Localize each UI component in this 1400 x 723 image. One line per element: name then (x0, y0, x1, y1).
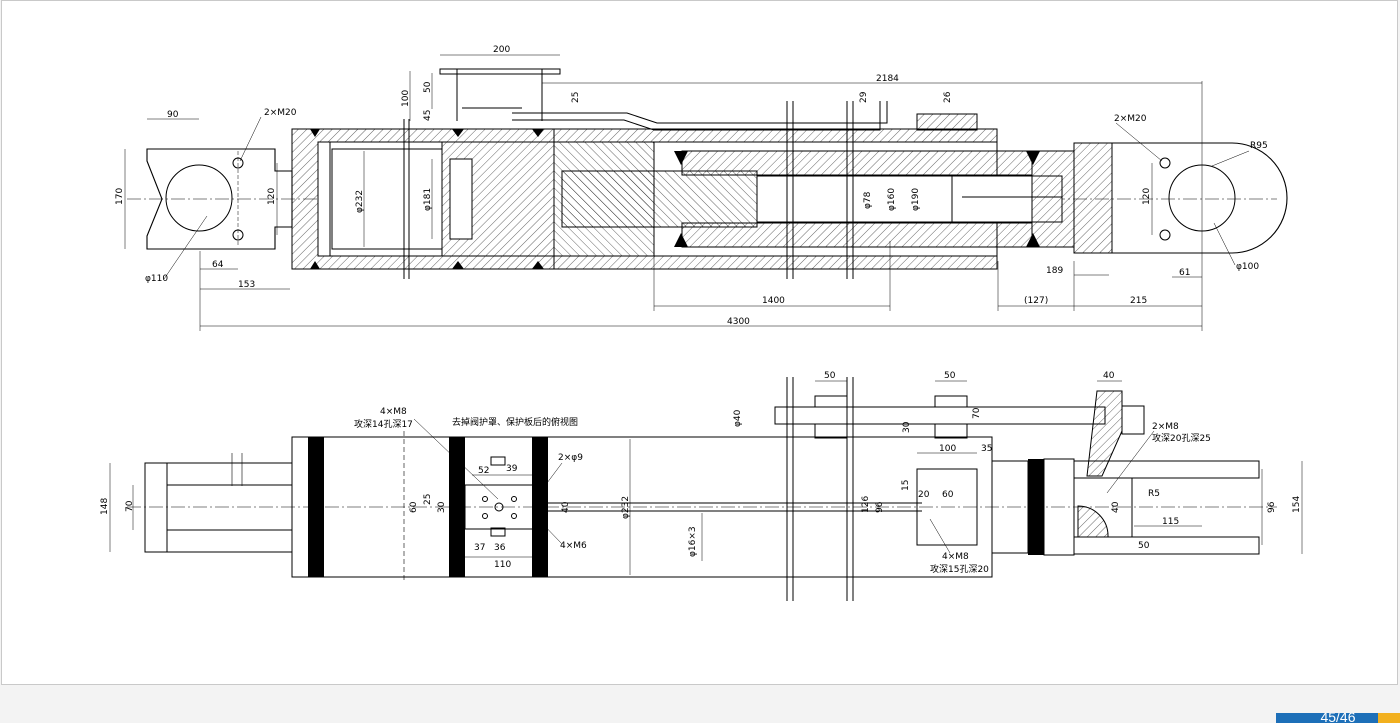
dim-pipe: 25 (571, 92, 581, 103)
dim-fork-96: 96 (1267, 501, 1277, 513)
dim-eye-hole-span-right: 120 (1142, 188, 1152, 205)
dim-rear-len3: 61 (1179, 268, 1190, 278)
dim-bracket-h2: 50 (423, 81, 433, 93)
dim-rod-190: φ190 (911, 188, 921, 211)
dim-rear-len: 215 (1130, 296, 1147, 306)
dim-m8-left: 4×M8 (380, 407, 407, 417)
dim-m8-right: 2×M8 (1152, 422, 1179, 432)
dim-plate-20: 20 (918, 490, 930, 500)
dim-block-40: 40 (561, 501, 571, 513)
dim-rod-160: φ160 (887, 188, 897, 211)
dim-fork-115: 115 (1162, 517, 1179, 527)
dim-rod-stroke: 1400 (762, 296, 785, 306)
dim-block-52: 52 (478, 466, 489, 476)
top-view: 4300 2184 200 1400 (127) 215 189 61 153 … (115, 45, 1288, 331)
dim-r5: R5 (1148, 489, 1160, 499)
dim-block-110: 110 (494, 560, 511, 570)
dim-cylinder-span: 2184 (876, 74, 899, 84)
dim-left-70: 70 (125, 500, 135, 512)
dim-thread-left: 2×M20 (264, 108, 297, 118)
dim-plate-126: 126 (861, 496, 871, 513)
dim-holes-9: 2×φ9 (558, 453, 583, 463)
dim-block-37: 37 (474, 543, 485, 553)
dim-fork-40: 40 (1111, 501, 1121, 513)
dim-rear-len2: 189 (1046, 266, 1063, 276)
dim-eye-width: 90 (167, 110, 179, 120)
dim-thread-right: 2×M20 (1114, 114, 1147, 124)
dim-block-60: 60 (409, 501, 419, 513)
page-indicator-accent (1378, 713, 1400, 723)
dim-front-len2: 64 (212, 260, 224, 270)
dim-clamp-70: 70 (972, 407, 982, 419)
dim-bore-232-b: φ232 (621, 496, 631, 519)
dim-bracket-h3: 45 (423, 110, 433, 121)
dim-pipe3: 26 (943, 91, 953, 103)
dim-left-148: 148 (100, 498, 110, 515)
dim-rod-offset: (127) (1024, 296, 1048, 306)
dim-block-30: 30 (437, 501, 447, 513)
dim-bore-181: φ181 (423, 188, 433, 211)
dim-block-25: 25 (423, 494, 433, 505)
dim-eye-hole-span: 120 (267, 188, 277, 205)
note-hidden-view: 去掉阀护罩、保护板后的俯视图 (452, 416, 578, 428)
dim-fork-50: 50 (1138, 541, 1150, 551)
dim-tube-16: φ16×3 (688, 526, 698, 557)
dim-pipe-40: φ40 (733, 409, 743, 427)
dim-pin-100: φ100 (1236, 262, 1259, 272)
dim-bore-232: φ232 (355, 190, 365, 213)
dim-fork-154: 154 (1292, 496, 1302, 513)
dim-plate-35: 35 (981, 444, 992, 454)
dim-m8-plate-depth: 攻深15孔深20 (930, 563, 989, 575)
dim-plate-96: 96 (875, 501, 885, 513)
dim-m8-left-depth: 攻深14孔深17 (354, 418, 413, 430)
dim-plate-60: 60 (942, 490, 954, 500)
dim-m6: 4×M6 (560, 541, 587, 551)
dim-bracket-width: 200 (493, 45, 510, 55)
dim-clamp-50b: 50 (944, 371, 956, 381)
dim-radius-95: R95 (1250, 141, 1268, 151)
dim-right-40: 40 (1103, 371, 1115, 381)
dim-block-39: 39 (506, 464, 518, 474)
dim-overall-length: 4300 (727, 317, 750, 327)
dim-m8-plate: 4×M8 (942, 552, 969, 562)
page-indicator: 45/46 (1276, 713, 1400, 723)
dim-eye-height: 170 (115, 188, 125, 205)
dim-pipe2: 29 (859, 91, 869, 103)
dim-front-len: 153 (238, 280, 255, 290)
dim-bracket-h1: 100 (401, 90, 411, 107)
dim-clamp-30: 30 (902, 421, 912, 433)
dim-rod-78: φ78 (863, 191, 873, 209)
page-indicator-text: 45/46 (1320, 713, 1356, 723)
dim-plate-15: 15 (901, 480, 911, 491)
dim-pin-110: φ110 (145, 274, 168, 284)
dim-m8-right-depth: 攻深20孔深25 (1152, 432, 1211, 444)
engineering-drawing: 4300 2184 200 1400 (127) 215 189 61 153 … (100, 45, 1303, 601)
dim-block-36: 36 (494, 543, 506, 553)
bottom-view: 去掉阀护罩、保护板后的俯视图 4×M8 攻深14孔深17 52 39 2×φ9 … (100, 371, 1303, 601)
dim-clamp-50a: 50 (824, 371, 836, 381)
dim-plate-100: 100 (939, 444, 956, 454)
drawing-sheet: 4300 2184 200 1400 (127) 215 189 61 153 … (1, 0, 1398, 685)
